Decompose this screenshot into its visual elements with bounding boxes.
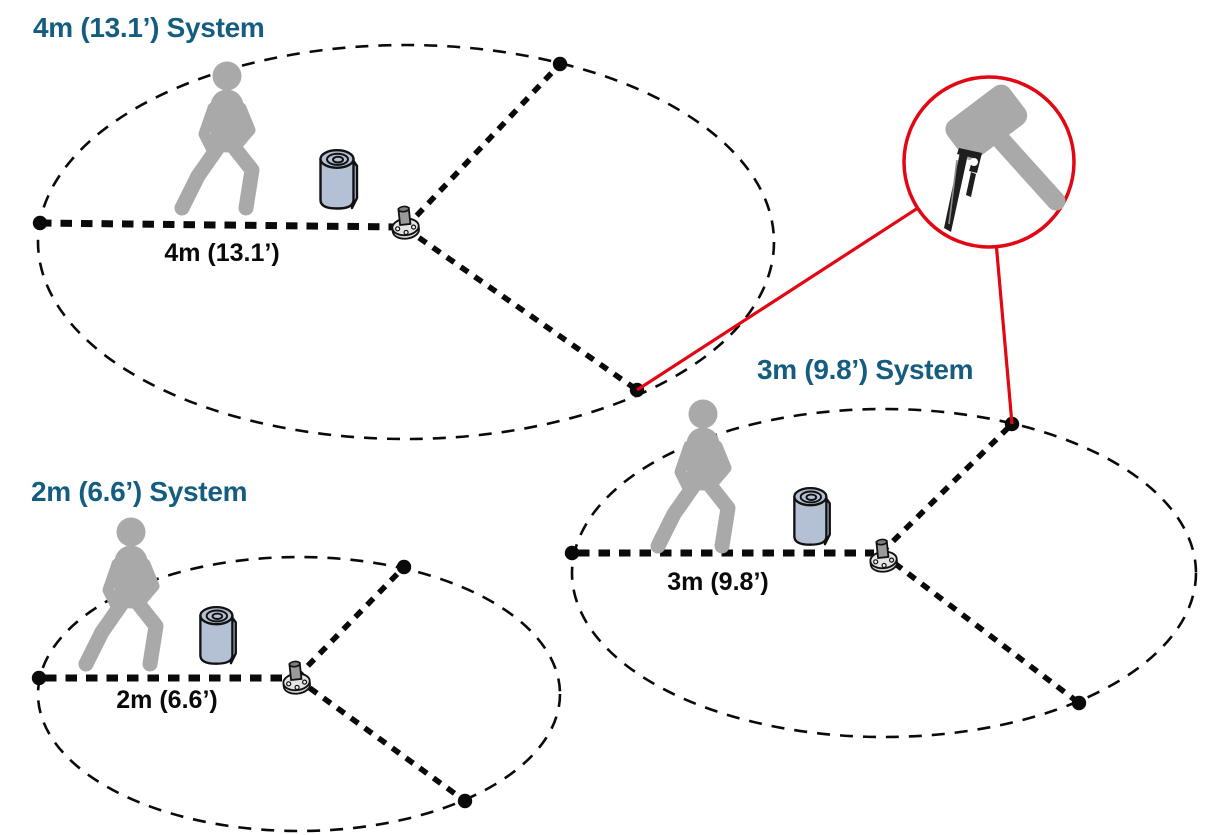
mallet-icon <box>945 84 1066 211</box>
system-4m: 4m (13.1’) System 4m (13.1’) <box>32 12 776 441</box>
ground-anchor-icon <box>280 659 312 696</box>
sleeping-mat-icon <box>319 148 359 210</box>
system-3m: 3m (9.8’) System 3m (9.8’) <box>564 354 1198 739</box>
stake-point-dot <box>32 215 48 231</box>
coverage-ellipse-2m <box>36 555 562 833</box>
ground-anchor-icon <box>867 537 899 574</box>
system-3m-title: 3m (9.8’) System <box>757 354 973 385</box>
sleeping-mat-icon <box>793 486 831 546</box>
stake-point-dot <box>552 56 568 72</box>
radius-line-4m <box>39 219 400 231</box>
system-3m-radius-label: 3m (9.8’) <box>667 568 768 596</box>
coverage-ellipse-4m <box>36 43 776 441</box>
system-2m-title: 2m (6.6’) System <box>31 476 247 507</box>
walking-person-icon <box>86 518 156 665</box>
tether-line-3m-upper <box>879 422 1014 555</box>
coverage-ellipse-3m <box>570 407 1198 739</box>
tether-line-3m-lower <box>879 550 1081 706</box>
callout-circle <box>902 75 1076 249</box>
stake-point-dot <box>31 670 47 686</box>
system-2m: 2m (6.6’) System 2m (6.6’) <box>31 476 562 833</box>
stake-installation-callout <box>636 75 1076 425</box>
tether-line-4m-lower <box>403 225 639 393</box>
stake-point-dot <box>1071 695 1087 711</box>
tether-line-4m-upper <box>402 62 563 230</box>
stake-point-dot <box>457 793 473 809</box>
tent-stake-icon <box>944 148 982 232</box>
ground-anchor-icon <box>389 204 421 241</box>
walking-person-icon <box>182 62 252 209</box>
stake-point-dot <box>564 545 580 561</box>
sleeping-mat-icon <box>199 605 237 665</box>
tether-line-2m-upper <box>293 565 407 680</box>
walking-person-icon <box>658 400 728 547</box>
system-2m-radius-label: 2m (6.6’) <box>116 686 217 714</box>
tether-line-2m-lower <box>294 675 467 804</box>
system-4m-title: 4m (13.1’) System <box>33 12 264 43</box>
stake-point-dot <box>396 559 412 575</box>
system-4m-radius-label: 4m (13.1’) <box>164 239 279 267</box>
